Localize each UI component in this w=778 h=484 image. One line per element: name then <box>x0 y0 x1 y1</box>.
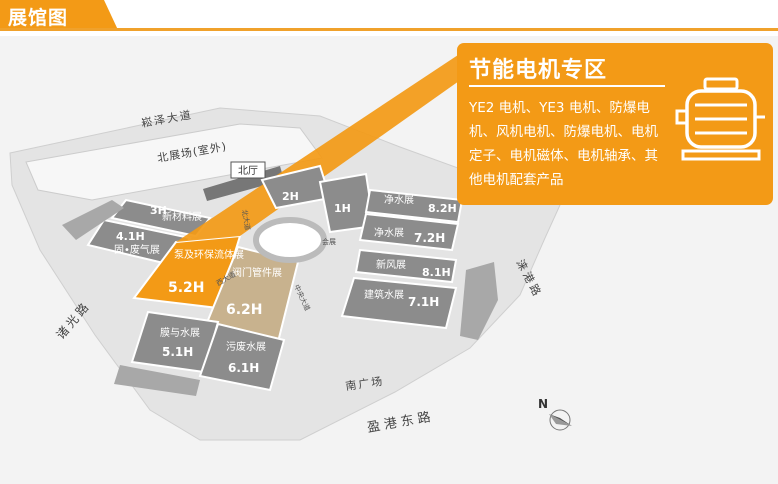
hall-8-2h-id: 8.2H <box>428 202 457 215</box>
hall-5-2h-id: 5.2H <box>168 280 205 296</box>
hall-5-2h-name: 泵及环保流体展 <box>174 248 244 261</box>
wing-cap-east <box>460 262 498 340</box>
page-header: 展馆图 <box>0 0 778 31</box>
page-title: 展馆图 <box>8 7 69 29</box>
hall-5-1h-name: 膜与水展 <box>160 327 200 339</box>
hall-7-2h-name: 净水展 <box>374 226 404 239</box>
energy-saving-motor-zone-callout: 节能电机专区 YE2 电机、YE3 电机、防爆电机、风机电机、防爆电机、电机定子… <box>457 43 773 205</box>
header-tab-shape <box>0 0 118 30</box>
hall-3h-id: 3H <box>150 204 167 217</box>
hall-7-1h-id: 7.1H <box>408 295 439 309</box>
venue-map: 北厅 3H 新材料展 4.1H 固•废气展 泵及环保流体展 5.2H <box>0 36 778 484</box>
hall-6-1h-id: 6.1H <box>228 361 259 375</box>
hall-7-2h <box>358 212 460 252</box>
header-divider <box>0 28 778 31</box>
hall-2h-id: 2H <box>282 190 299 203</box>
east-short-label: 会展 <box>322 237 336 246</box>
hall-8-1h-name: 新风展 <box>376 258 406 271</box>
callout-beam <box>176 52 500 242</box>
hall-8-2h-name: 净水展 <box>384 193 414 206</box>
central-roundabout <box>253 217 327 263</box>
south-square-label: 南广场 <box>344 374 385 393</box>
hall-8-2h <box>364 188 464 224</box>
hall-6-2h-id: 6.2H <box>226 302 263 318</box>
hall-4-1h-id: 4.1H <box>116 230 145 243</box>
north-compass-icon <box>549 409 572 431</box>
hall-7-2h-id: 7.2H <box>414 231 445 245</box>
hall-6-1h-name: 污废水展 <box>226 340 266 353</box>
hall-6-1h <box>198 322 286 392</box>
wing-cap-south <box>114 365 200 396</box>
south-road-label: 盈港东路 <box>366 408 436 436</box>
hall-6-2h-name: 阀门管件展 <box>232 266 282 279</box>
north-short-label: 北大道 <box>240 209 253 231</box>
compass-north-label: N <box>538 397 548 411</box>
electric-motor-icon <box>675 77 765 161</box>
callout-divider <box>469 85 665 87</box>
hall-5-1h-id: 5.1H <box>162 345 193 359</box>
hall-8-1h <box>354 248 458 284</box>
north-hall-label: 北厅 <box>238 165 258 177</box>
hall-8-1h-id: 8.1H <box>422 266 451 279</box>
callout-description: YE2 电机、YE3 电机、防爆电机、风机电机、防爆电机、电机定子、电机磁体、电… <box>469 100 658 188</box>
hall-1h-id: 1H <box>334 202 351 215</box>
hall-4-1h-name: 固•废气展 <box>114 243 160 256</box>
wing-cap-west <box>62 200 124 240</box>
hall-7-1h <box>340 276 458 330</box>
hall-7-1h-name: 建筑水展 <box>364 288 404 301</box>
north-hall-label-box <box>230 161 266 179</box>
venue-map-drawing: 北厅 3H 新材料展 4.1H 固•废气展 泵及环保流体展 5.2H <box>9 52 572 441</box>
hall-3h-name: 新材料展 <box>162 210 202 223</box>
callout-title: 节能电机专区 <box>469 58 608 83</box>
